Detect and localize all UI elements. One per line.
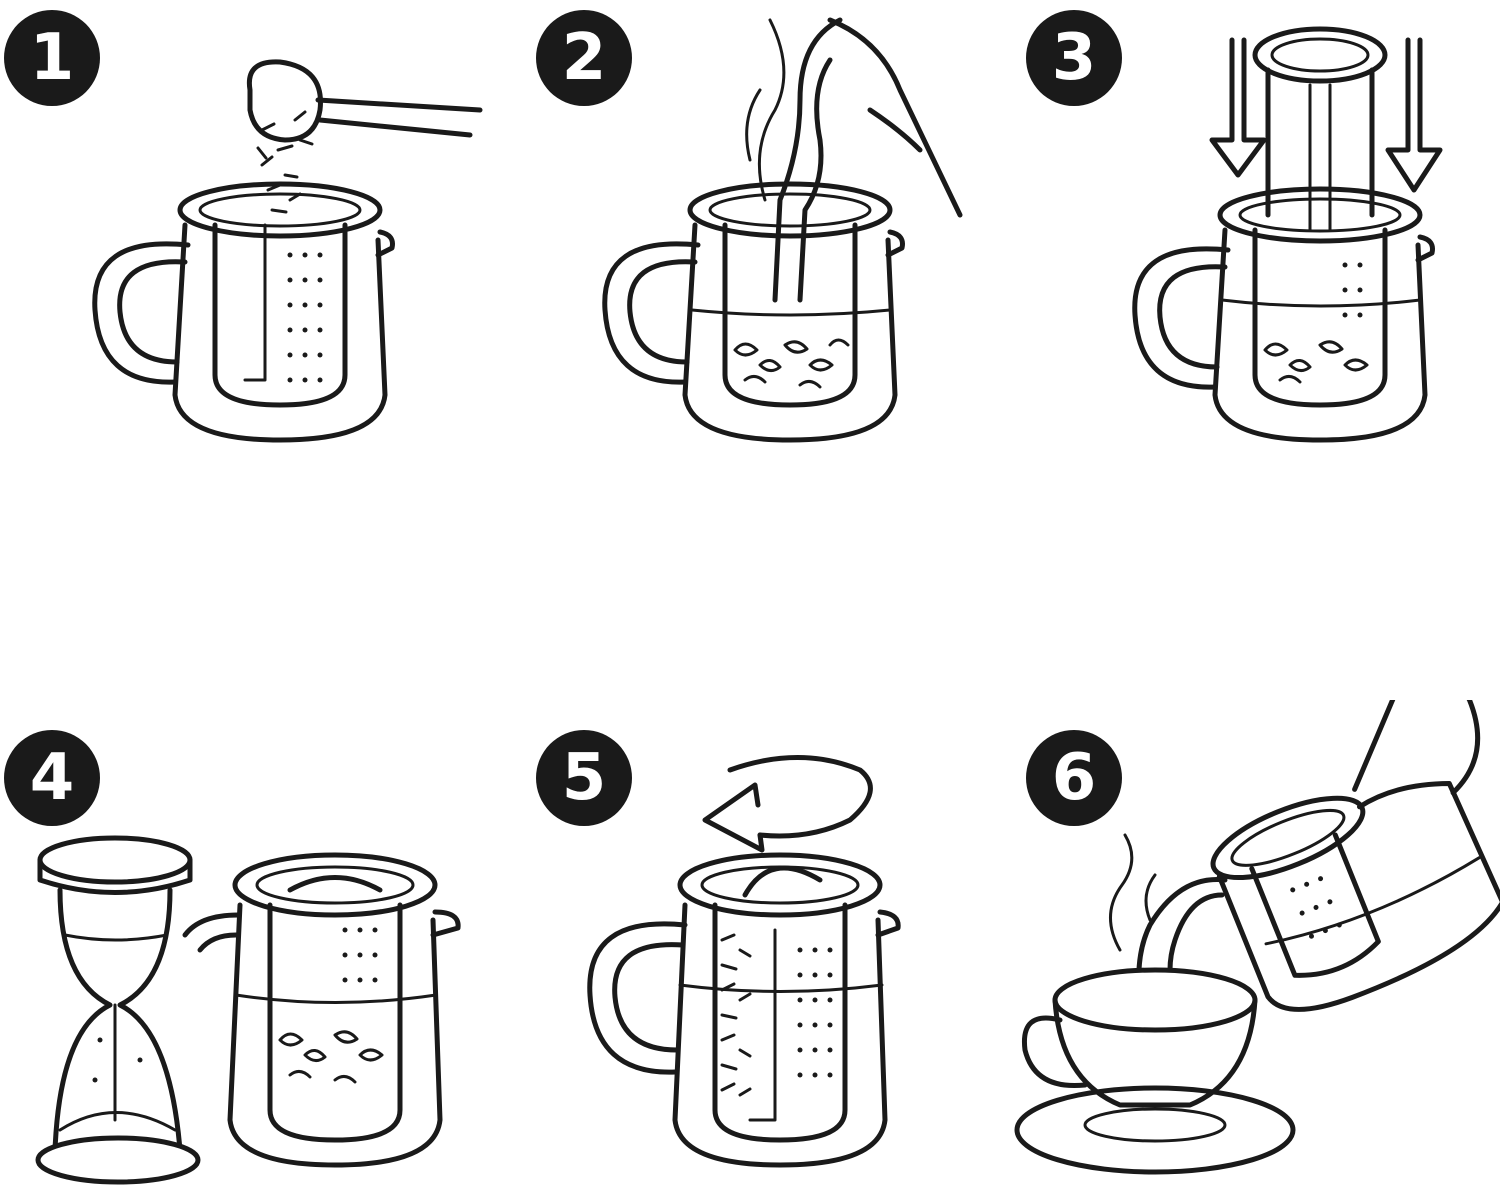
step-2-number: 2 (561, 21, 607, 95)
step-4-number: 4 (29, 741, 75, 815)
scoop-tea-leaves-icon (92, 59, 483, 443)
hourglass-steep-icon (35, 835, 461, 1185)
step-6-number: 6 (1051, 741, 1097, 815)
step-5: 5 (500, 700, 1000, 1195)
step-5-number: 5 (561, 741, 607, 815)
step-1-badge: 1 (4, 10, 100, 106)
step-2: 2 (500, 0, 1000, 470)
insert-plunger-icon (1132, 26, 1443, 443)
twist-lid-icon (587, 755, 901, 1168)
step-4: 4 (0, 700, 500, 1195)
step-3-number: 3 (1051, 21, 1097, 95)
step-6-badge: 6 (1026, 730, 1122, 826)
step-6: 6 (1000, 700, 1500, 1195)
step-5-badge: 5 (536, 730, 632, 826)
step-1: 1 (0, 0, 500, 470)
step-2-badge: 2 (536, 10, 632, 106)
step-4-badge: 4 (4, 730, 100, 826)
step-1-number: 1 (29, 21, 75, 95)
step-3: 3 (1000, 0, 1500, 470)
pour-tea-into-cup-icon (1014, 700, 1500, 1175)
pour-hot-water-icon (602, 17, 963, 443)
step-3-badge: 3 (1026, 10, 1122, 106)
